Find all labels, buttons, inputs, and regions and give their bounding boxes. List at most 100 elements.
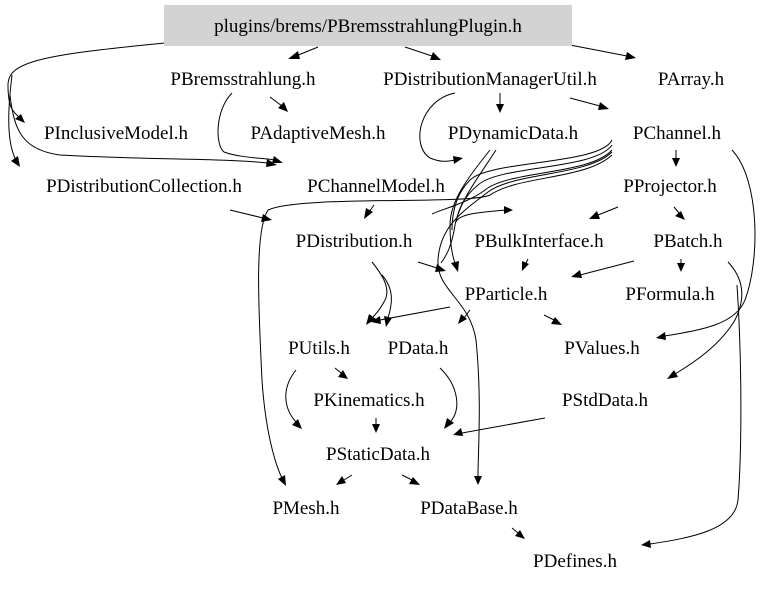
edge-pbatch-pparticle <box>579 260 635 276</box>
edge-pdynamic-bundle2 <box>440 149 497 264</box>
node-pstddata[interactable]: PStdData.h <box>562 390 649 411</box>
root-node-box <box>164 5 572 46</box>
arrowhead <box>364 208 373 219</box>
arrowhead <box>371 316 381 324</box>
arrowhead <box>278 102 288 112</box>
edge-pdatabase-pdefines <box>511 527 519 534</box>
edge-root-parray <box>569 44 628 57</box>
node-pkinematics[interactable]: PKinematics.h <box>313 390 425 411</box>
node-pdynamicdata[interactable]: PDynamicData.h <box>448 123 579 144</box>
arrowhead <box>272 156 283 163</box>
node-pdatabase[interactable]: PDataBase.h <box>420 498 518 519</box>
node-putils[interactable]: PUtils.h <box>288 338 350 359</box>
arrowhead <box>598 102 609 110</box>
arrowhead <box>288 51 300 59</box>
arrowhead <box>409 477 420 485</box>
arrowhead <box>656 332 666 340</box>
arrowhead <box>496 104 504 113</box>
edge-pstddata-pstaticdata <box>461 417 546 434</box>
arrowhead <box>261 214 272 222</box>
node-pstaticdata[interactable]: PStaticData.h <box>326 444 430 465</box>
edge-pstaticdata-pdatabase <box>401 474 413 481</box>
arrowhead <box>677 263 685 272</box>
node-pinclusivemodel[interactable]: PInclusiveModel.h <box>44 123 189 144</box>
node-pbatch[interactable]: PBatch.h <box>653 231 723 252</box>
arrowhead <box>338 370 348 379</box>
node-pdefines[interactable]: PDefines.h <box>533 551 617 572</box>
edge-putils-pkinematics <box>334 367 342 374</box>
root-node-label: plugins/brems/PBremsstrahlungPlugin.h <box>214 16 522 37</box>
arrowhead <box>451 261 459 272</box>
node-padaptivemesh[interactable]: PAdaptiveMesh.h <box>251 123 386 144</box>
node-parray[interactable]: PArray.h <box>658 69 725 90</box>
root-node[interactable]: plugins/brems/PBremsstrahlungPlugin.h <box>164 5 572 46</box>
arrowhead <box>266 159 277 167</box>
edge-pbatch-pstddata <box>674 261 743 375</box>
edge-pdynamic-bundle1 <box>449 149 491 264</box>
node-pprojector[interactable]: PProjector.h <box>623 176 717 197</box>
node-pdistributionmanagerutil[interactable]: PDistributionManagerUtil.h <box>383 69 597 90</box>
arrowhead <box>474 476 482 485</box>
edge-pbulk-pparticle <box>525 258 529 264</box>
arrowhead <box>11 156 20 167</box>
node-pdata[interactable]: PData.h <box>388 338 449 359</box>
arrowhead <box>435 264 446 272</box>
arrowhead <box>675 211 685 220</box>
node-pparticle[interactable]: PParticle.h <box>465 284 548 305</box>
edge-root-pchannelmodel <box>9 94 269 164</box>
node-pchannelmodel[interactable]: PChannelModel.h <box>307 176 445 197</box>
edge-pbatch-pdefines <box>649 284 742 545</box>
node-pmesh[interactable]: PMesh.h <box>272 498 340 519</box>
edge-pbrems-pchannelmodel <box>217 92 276 161</box>
edge-pchannel-bulk2 <box>455 144 613 223</box>
node-pvalues[interactable]: PValues.h <box>564 338 640 359</box>
edge-pdata-pstaticdata <box>439 367 458 423</box>
edge-pprojector-pbatch <box>673 206 680 214</box>
node-pchannel[interactable]: PChannel.h <box>633 123 722 144</box>
arrowhead <box>453 428 463 436</box>
arrowhead <box>589 211 600 219</box>
edge-pchannel-mesh <box>258 154 613 479</box>
edge-root-pdistcoll <box>8 74 17 161</box>
arrowhead <box>522 261 529 271</box>
edge-pdistmgr-pdistcoll <box>419 92 456 162</box>
arrowhead <box>504 206 513 214</box>
edge-root-pbrems <box>295 46 319 57</box>
edge-pdistribution-putils <box>371 261 388 319</box>
arrowhead <box>667 370 678 379</box>
edge-root-pinclusive <box>7 42 166 119</box>
edge-pparticle-pdata <box>463 309 471 319</box>
edge-pparticle-putils <box>379 306 451 321</box>
node-pdistributioncollection[interactable]: PDistributionCollection.h <box>46 176 242 197</box>
arrowhead <box>366 314 376 325</box>
node-pbremsstrahlung[interactable]: PBremsstrahlung.h <box>170 69 316 90</box>
arrowhead <box>336 476 346 485</box>
arrowhead <box>278 475 286 486</box>
edge-pdistribution-pparticle <box>417 261 438 269</box>
nodes: plugins/brems/PBremsstrahlungPlugin.h PB… <box>44 5 725 572</box>
edge-pstaticdata-pmesh <box>343 474 353 481</box>
arrowhead <box>458 314 467 324</box>
edge-pchannel-bulk1 <box>451 139 613 231</box>
node-pformula[interactable]: PFormula.h <box>625 284 715 305</box>
node-pbulkinterface[interactable]: PBulkInterface.h <box>474 231 604 252</box>
edge-pbrems-padaptive <box>269 96 283 107</box>
arrowhead <box>625 52 636 60</box>
arrowhead <box>430 52 441 60</box>
edges <box>7 42 756 548</box>
arrowhead <box>641 540 651 548</box>
edge-pchannel-bulk3 <box>431 149 613 215</box>
node-pdistribution[interactable]: PDistribution.h <box>296 231 413 252</box>
edge-pchannel-pvalues <box>664 149 756 337</box>
arrowhead <box>672 158 680 167</box>
edge-putils-pstaticdata <box>285 369 297 423</box>
edge-root-pdistmgr <box>404 46 433 57</box>
edge-pdistcoll-pdistribution <box>229 209 264 219</box>
arrowhead <box>551 317 562 325</box>
arrowhead <box>15 114 25 123</box>
arrowhead <box>453 156 463 164</box>
edge-pdistribution-pdata <box>381 274 392 319</box>
arrowhead <box>444 418 454 429</box>
edge-pparticle-pvalues <box>543 314 555 321</box>
edge-pdistmgr-pchannel <box>569 97 601 107</box>
